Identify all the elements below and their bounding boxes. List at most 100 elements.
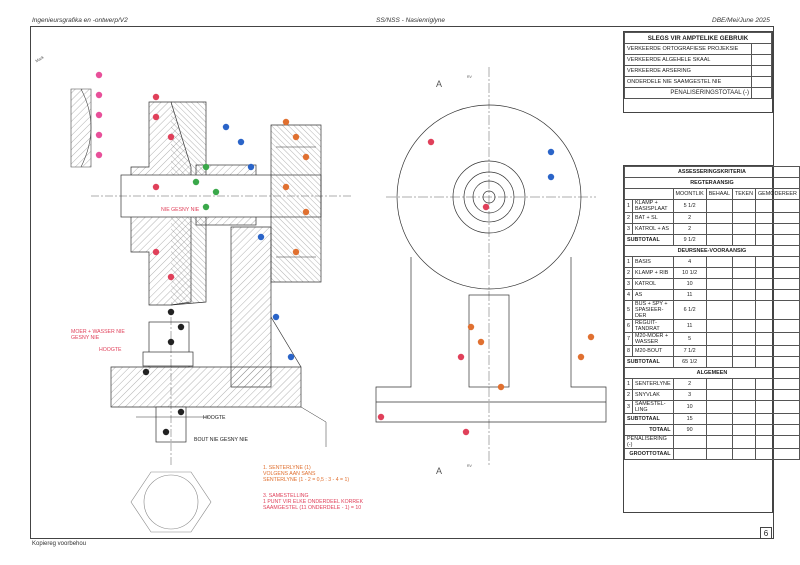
mark-dot [152,248,160,256]
penalty-label: PENALISERING (-) [624,435,674,449]
row-max: 7 1/2 [672,345,707,357]
mark-dot [162,428,170,436]
mark-dot [292,248,300,256]
note-line: 3. SAMESTELLING [263,493,309,499]
mark-dot [192,178,200,186]
assessment-table: ASSESSERINGSKRITERIA REGTERAANSIG MOONTL… [623,165,800,513]
engineering-drawing: Mark [34,55,607,533]
page-number: 6 [760,527,772,539]
note-line: VOLGENS AAN SANS [263,471,316,477]
section-marker-top: A [436,79,442,89]
row-index: 2 [624,267,633,279]
notes-block-2: 3. SAMESTELLING 1 PUNT VIR ELKE ONDERDEE… [263,493,423,511]
mark-dot [497,383,505,391]
section-heading: REGTERAANSIG [624,177,800,189]
row-label: KATROL [632,278,674,290]
mark-dot [282,183,290,191]
official-row: VERKEERDE ORTOGRAFIESE PROJEKSIE [624,43,752,55]
total-value: 90 [672,424,707,436]
mark-dot [482,203,490,211]
col-header: TEKEN [731,188,756,200]
mark-dot [247,163,255,171]
note-line: SENTERLYNE (1 - 2 = 0,5 : 3 - 4 = 1) [263,477,350,483]
mark-dot [222,123,230,131]
official-row: VERKEERDE ALGEHELE SKAAL [624,54,752,66]
mark-dot [167,338,175,346]
row-index: 1 [624,378,633,390]
header-right: DBE/Mei/June 2025 [712,17,770,24]
section-plane-markers: A A [436,79,442,476]
mark-dot [167,308,175,316]
mark-dot [95,151,103,159]
row-index: 8 [624,345,633,357]
drawing-sheet: Mark [30,26,800,539]
mark-dot [457,353,465,361]
view-code-markers: RV RV [467,75,472,468]
mark-dot [587,333,595,341]
row-max: 2 [672,223,707,235]
mark-dot [142,368,150,376]
mark-indicators [95,71,595,436]
row-label: BUS + SPY + SPASIEER-DER [632,300,674,320]
mark-dot [257,233,265,241]
stamp-text: Mark [34,55,44,64]
mark-dot [202,163,210,171]
subtotal-label: SUBTOTAAL [624,356,674,368]
row-max: 2 [672,378,707,390]
note-line: 1. SENTERLYNE (1) [263,465,311,471]
row-max: 4 [672,256,707,268]
row-label: KLAMP + BASISPLAAT [632,199,674,213]
official-row: ONDERDELE NIE SAAMGESTEL NIE [624,76,752,88]
mark-dot [95,111,103,119]
row-index: 3 [624,223,633,235]
mark-dot [167,133,175,141]
row-index: 1 [624,199,633,213]
row-index: 1 [624,256,633,268]
mark-dot [272,313,280,321]
row-max: 5 1/2 [672,199,707,213]
subtotal-value: 65 1/2 [672,356,707,368]
penalty-total: PENALISERINGSTOTAAL (-) [624,87,752,99]
detail-view [70,88,92,168]
mark-dot [547,148,555,156]
mark-dot [477,338,485,346]
total-label: TOTAAL [624,424,674,436]
row-label: M20-BOUT [632,345,674,357]
side-view [375,67,607,467]
mark-dot [167,273,175,281]
subtotal-label: SUBTOTAAL [624,234,674,246]
assessment-title: ASSESSERINGSKRITERIA [624,166,800,178]
subtotal-value: 9 1/2 [672,234,707,246]
row-max: 11 [672,289,707,301]
mark-dot [237,138,245,146]
mark-dot [292,133,300,141]
col-header: GEMODEREER [754,188,800,200]
row-max: 2 [672,212,707,224]
mark-dot [577,353,585,361]
mark-dot [282,118,290,126]
mark-dot [177,408,185,416]
row-label: BAT + SL [632,212,674,224]
mark-dot [377,413,385,421]
col-header: BEHAAL [705,188,733,200]
view-code-bottom: RV [467,464,472,468]
row-index: 2 [624,389,633,401]
subtotal-value: 15 [672,413,707,425]
row-index: 6 [624,319,633,333]
grand-total-label: GROOTTOTAAL [624,448,674,460]
notes-block: 1. SENTERLYNE (1) VOLGENS AAN SANS SENTE… [263,465,423,483]
row-index: 2 [624,212,633,224]
row-index: 7 [624,332,633,346]
row-max: 11 [672,319,707,333]
row-label: SENTERLYNE [632,378,674,390]
row-max: 3 [672,389,707,401]
row-label: SNYVLAK [632,389,674,401]
mark-dot [95,131,103,139]
row-label: REGUIT-TANDRAT [632,319,674,333]
row-max: 6 1/2 [672,300,707,320]
mark-dot [212,188,220,196]
mark-dot [152,183,160,191]
section-heading: DEURSNEE-VOORAANSIG [624,245,800,257]
official-use-title: SLEGS VIR AMPTELIKE GEBRUIK [624,32,772,44]
note-line: SAAMGESTEL (11 ONDERDELE - 1) = 10 [263,505,362,511]
